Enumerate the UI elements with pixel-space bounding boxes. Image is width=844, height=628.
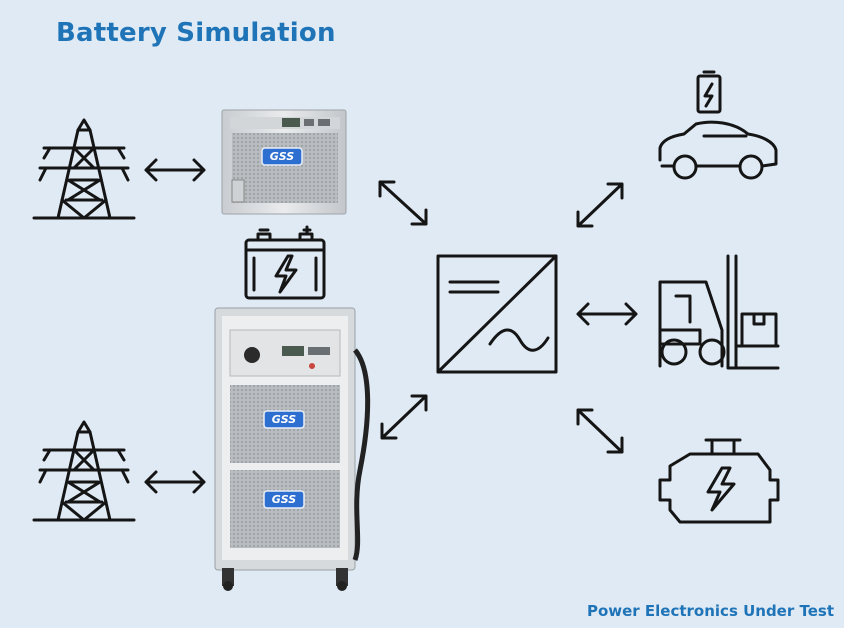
forklift-icon: [658, 254, 780, 370]
arrow-cabinet-to-converter: [380, 394, 428, 440]
footer-caption: Power Electronics Under Test: [586, 602, 834, 620]
power-tower-icon: [32, 118, 136, 220]
gss-logo-text-2: GSS: [272, 413, 297, 426]
battery-icon: [244, 225, 326, 300]
diagram-title: Battery Simulation: [56, 18, 336, 48]
gss-logo-3: [263, 490, 305, 509]
electric-car-icon: [658, 70, 778, 180]
gss-logo-text-3: GSS: [272, 493, 297, 506]
rack-unit-photo: GSS: [221, 109, 347, 215]
gss-logo-2: [263, 410, 305, 429]
arrow-rack-to-converter: [378, 180, 428, 226]
gss-logo: [261, 147, 303, 166]
arrow-converter-to-car: [576, 182, 624, 228]
tower-arrow-bottom: [144, 470, 206, 494]
cabinet-photo: GSS GSS: [214, 307, 371, 591]
engine-icon: [658, 438, 780, 524]
arrow-converter-to-forklift: [576, 302, 638, 326]
power-tower-icon-2: [32, 420, 136, 522]
tower-arrow-top: [144, 158, 206, 182]
converter-icon: [436, 254, 558, 374]
gss-logo-text: GSS: [270, 150, 295, 163]
arrow-converter-to-engine: [576, 408, 624, 454]
